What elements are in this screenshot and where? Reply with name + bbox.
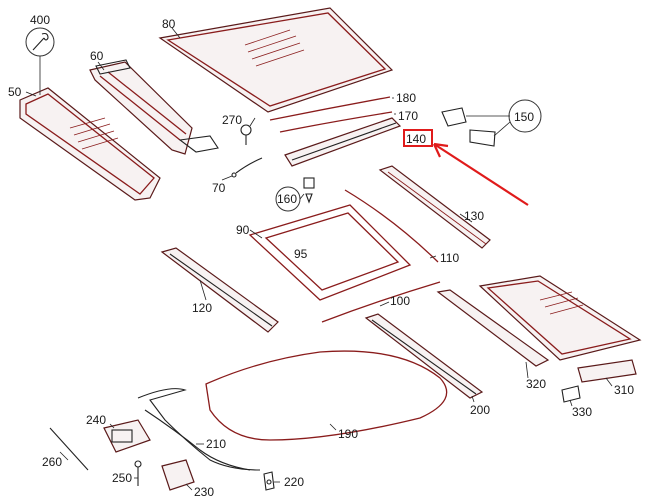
label-250: 250 — [112, 471, 132, 485]
part-80-glass-panel[interactable] — [158, 7, 394, 113]
part-160-clips[interactable] — [303, 177, 315, 204]
part-130-side-rail[interactable] — [378, 165, 491, 249]
part-210-drive-cable[interactable] — [137, 388, 261, 471]
leader-lines — [25, 27, 613, 491]
part-400-tool-callout[interactable] — [25, 27, 55, 57]
part-310-bracket[interactable] — [577, 359, 637, 383]
label-240: 240 — [86, 413, 106, 427]
label-400: 400 — [30, 13, 50, 27]
label-310: 310 — [614, 383, 634, 397]
part-60-deflector[interactable] — [89, 59, 219, 155]
label-140: 140 — [406, 132, 426, 146]
label-220: 220 — [284, 475, 304, 489]
label-160: 160 — [277, 192, 297, 206]
part-220-clip[interactable] — [263, 471, 275, 491]
part-50-sunshade[interactable] — [19, 87, 161, 201]
part-180-seal[interactable] — [269, 96, 391, 121]
label-60: 60 — [90, 49, 104, 63]
part-100-strip[interactable] — [321, 281, 441, 323]
part-120-left-rail[interactable] — [160, 247, 279, 333]
label-270: 270 — [222, 113, 242, 127]
part-260-rod[interactable] — [49, 427, 89, 471]
label-95: 95 — [294, 247, 308, 261]
label-90: 90 — [236, 223, 250, 237]
part-70-cable[interactable] — [231, 157, 263, 178]
label-210: 210 — [206, 437, 226, 451]
label-100: 100 — [390, 294, 410, 308]
part-330-clip[interactable] — [561, 385, 581, 403]
label-320: 320 — [526, 377, 546, 391]
part-230-actuator[interactable] — [161, 459, 195, 491]
label-170: 170 — [398, 109, 418, 123]
part-140-highlight-box[interactable] — [403, 129, 433, 147]
label-120: 120 — [192, 301, 212, 315]
label-50: 50 — [8, 85, 22, 99]
part-240-motor[interactable] — [103, 419, 151, 453]
part-200-rear-rail[interactable] — [364, 313, 484, 399]
part-140-front-rail[interactable] — [284, 117, 402, 167]
part-labels: 400 80 60 50 270 180 170 140 150 70 160 … — [8, 13, 634, 499]
label-200: 200 — [470, 403, 490, 417]
part-190-drain-frame[interactable] — [205, 350, 448, 441]
label-230: 230 — [194, 485, 214, 499]
label-70: 70 — [212, 181, 226, 195]
label-260: 260 — [42, 455, 62, 469]
label-130: 130 — [464, 209, 484, 223]
part-95-opening-frame[interactable] — [264, 212, 400, 291]
label-180: 180 — [396, 91, 416, 105]
label-150: 150 — [514, 110, 534, 124]
part-170-seal[interactable] — [279, 111, 393, 133]
part-110-seal[interactable] — [344, 189, 439, 263]
part-90-frame-seal[interactable] — [248, 204, 412, 301]
part-150-brackets[interactable] — [441, 107, 496, 147]
label-110: 110 — [440, 251, 459, 265]
label-190: 190 — [338, 427, 358, 441]
part-320-rear-panel[interactable] — [478, 275, 642, 361]
part-320-rail[interactable] — [436, 289, 550, 367]
part-250-screw[interactable] — [134, 460, 142, 486]
highlight-arrow — [433, 142, 529, 206]
part-270-bolt[interactable] — [240, 124, 252, 145]
label-80: 80 — [162, 17, 176, 31]
label-330: 330 — [572, 405, 592, 419]
wrench-icon — [32, 32, 49, 51]
